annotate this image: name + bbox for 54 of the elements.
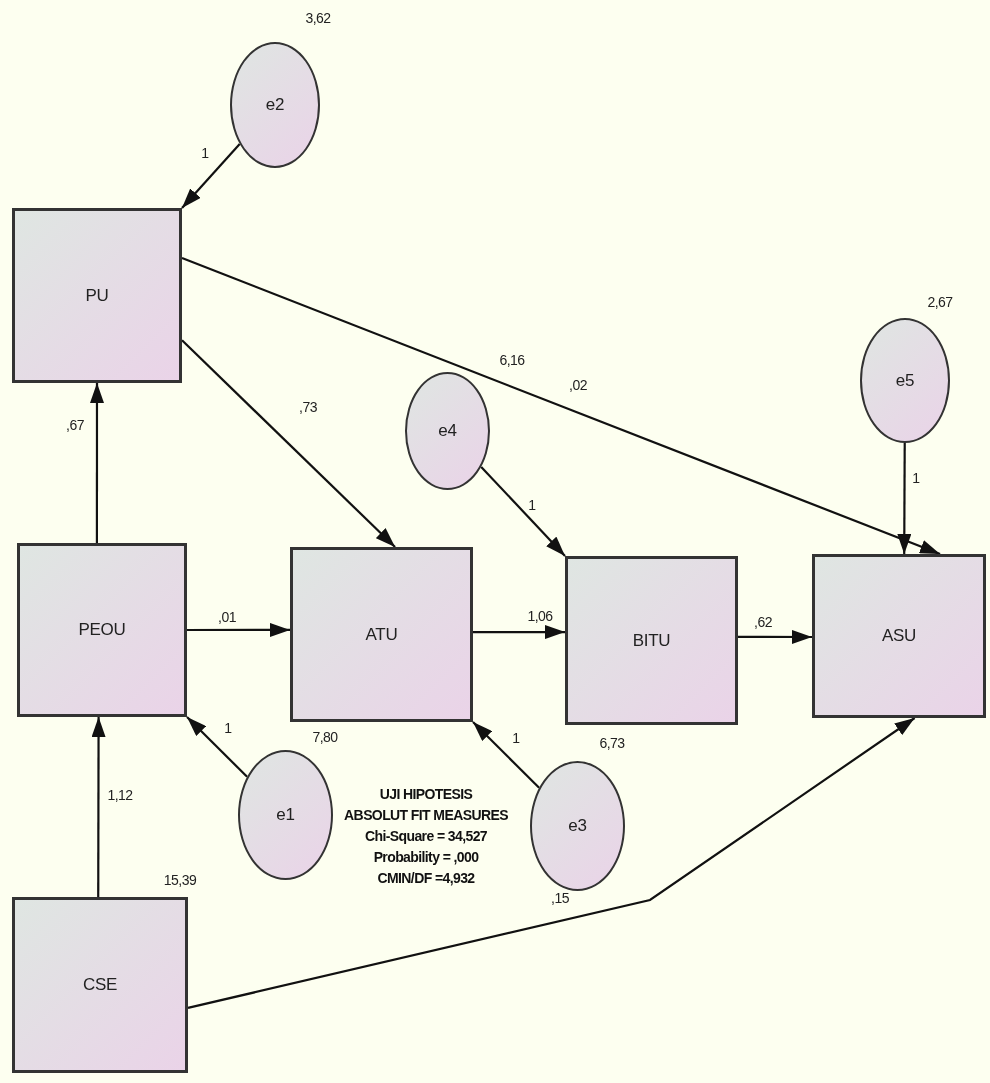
edge-label: ,02	[569, 378, 587, 392]
edge-label: ,62	[754, 615, 772, 629]
variable-box	[12, 208, 182, 383]
variable-name: ASU	[881, 626, 917, 646]
arrow	[181, 143, 241, 209]
arrow	[186, 716, 248, 778]
variance-value: 3,62	[305, 11, 331, 25]
variable-box	[17, 543, 187, 717]
edge-label: 1	[912, 471, 920, 485]
variable-box	[12, 897, 188, 1073]
edge-label: 1	[224, 721, 232, 735]
variance-value: 6,73	[599, 736, 625, 750]
variable-name: BITU	[632, 630, 671, 651]
arrow	[187, 717, 916, 1009]
variable-name: e5	[895, 370, 915, 391]
arrow	[181, 257, 941, 556]
edge-label: ,15	[551, 891, 569, 905]
edge-label: 1	[528, 498, 536, 512]
variable-name: PEOU	[78, 620, 126, 640]
arrow	[90, 383, 104, 543]
variance-value: 2,67	[927, 295, 953, 309]
arrow	[897, 443, 912, 554]
variable-name: e2	[265, 95, 285, 115]
edge-label: 1	[201, 146, 209, 160]
arrow	[473, 625, 565, 640]
arrow	[738, 630, 812, 644]
variable-name: CSE	[82, 975, 118, 995]
fit-measure-text: Probability = ,000	[373, 848, 479, 867]
variable-name: e1	[276, 805, 295, 825]
arrow	[181, 339, 396, 548]
variance-value: 15,39	[163, 873, 197, 887]
arrow	[91, 717, 106, 897]
edge-label: ,67	[66, 418, 84, 432]
edge-label: ,01	[218, 610, 236, 624]
edge-label: 1	[512, 731, 520, 745]
edge-label: 1,06	[527, 609, 553, 623]
fit-measure-text: CMIN/DF =4,932	[377, 869, 475, 888]
fit-measure-text: UJI HIPOTESIS	[379, 785, 473, 804]
fit-measure-text: ABSOLUT FIT MEASURES	[344, 806, 508, 825]
variable-box	[812, 554, 986, 718]
arrow	[480, 466, 566, 557]
variable-name: e4	[438, 421, 457, 441]
edge-label: ,73	[299, 400, 317, 414]
variable-box	[290, 547, 473, 722]
variable-name: e3	[568, 816, 587, 836]
variable-box	[565, 556, 738, 725]
variable-name: ATU	[365, 624, 398, 645]
arrow	[187, 622, 290, 637]
edge-label: 1,12	[107, 788, 133, 802]
arrow	[472, 721, 540, 789]
variance-value: 6,16	[499, 353, 525, 367]
variance-value: 7,80	[312, 730, 338, 744]
fit-measure-text: Chi-Square = 34,527	[364, 827, 488, 846]
variable-name: PU	[85, 285, 109, 306]
